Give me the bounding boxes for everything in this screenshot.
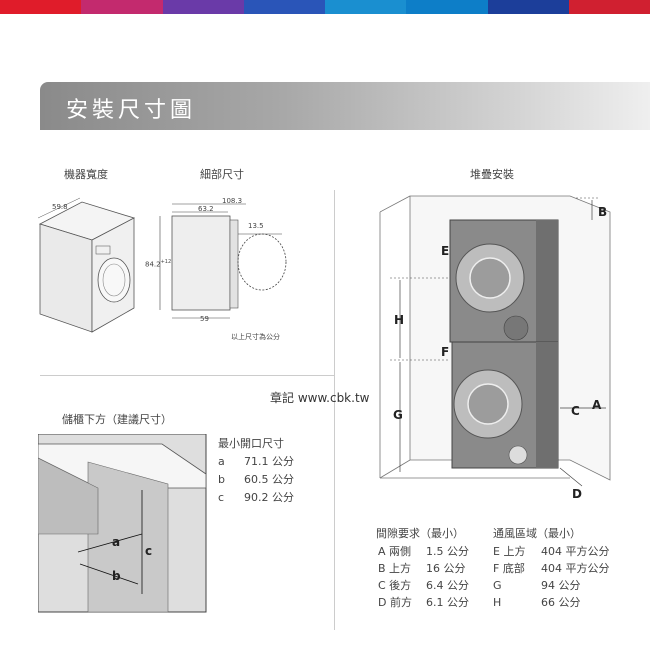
section-cabinet-label: 儲櫃下方（建議尺寸） [62, 413, 172, 426]
ventilation-value: 66 公分 [541, 596, 581, 609]
foot-dimension: 59 [200, 315, 209, 323]
opening-title: 最小開口尺寸 [218, 437, 284, 450]
label-b: b [112, 569, 121, 583]
stripe-segment [162, 0, 244, 14]
stripe-segment [81, 0, 163, 14]
ventilation-row: H 66 公分 [493, 594, 581, 610]
stripe-segment [487, 0, 569, 14]
label-a: a [112, 535, 121, 549]
clearance-key: A 兩側 [378, 545, 412, 558]
cabinet-drawing [38, 434, 207, 613]
height-value: 84.2 [145, 260, 161, 269]
ventilation-key: H [493, 596, 502, 609]
clearance-key: C 後方 [378, 579, 412, 592]
opening-key: b [218, 473, 225, 486]
unit-note: 以上尺寸為公分 [231, 333, 280, 341]
door-dimension: 13.5 [248, 222, 264, 230]
clearance-row: D 前方 6.1 公分 [378, 594, 469, 610]
stripe-segment [325, 0, 407, 14]
label-D: D [572, 487, 582, 501]
stripe-segment [243, 0, 325, 14]
opening-value: 71.1 公分 [244, 455, 294, 468]
height-dimension: 84.2+12 [145, 259, 171, 268]
page-title: 安裝尺寸圖 [66, 98, 197, 123]
stripe-segment [0, 0, 82, 14]
label-E: E [441, 244, 450, 258]
section-stack-label: 堆疊安裝 [470, 168, 514, 181]
section-detail-label: 細部尺寸 [200, 168, 244, 181]
ventilation-row: E 上方 404 平方公分 [493, 543, 610, 559]
clearance-row: C 後方 6.4 公分 [378, 577, 469, 593]
clearance-row: B 上方 16 公分 [378, 560, 466, 576]
clearance-value: 6.1 公分 [426, 596, 469, 609]
width-dimension: 59.8 [52, 203, 68, 211]
ventilation-row: G 94 公分 [493, 577, 581, 593]
ventilation-value: 404 平方公分 [541, 562, 610, 575]
vertical-divider [334, 190, 335, 630]
depth-body-dimension: 63.2 [198, 205, 214, 213]
horizontal-divider [40, 375, 335, 376]
ventilation-key: F 底部 [493, 562, 525, 575]
clearance-key: B 上方 [378, 562, 412, 575]
opening-value: 60.5 公分 [244, 473, 294, 486]
stripe-segment [406, 0, 488, 14]
clearance-key: D 前方 [378, 596, 412, 609]
label-H: H [394, 313, 405, 327]
color-stripe [0, 0, 650, 14]
height-superscript: +12 [160, 259, 172, 265]
opening-key: c [218, 491, 225, 504]
washer-perspective-drawing [37, 197, 136, 333]
title-banner [40, 82, 650, 130]
washer-side-view-drawing [159, 203, 287, 319]
watermark-text: 章記 www.cbk.tw [270, 391, 370, 405]
ventilation-key: G [493, 579, 502, 592]
ventilation-value: 94 公分 [541, 579, 581, 592]
stripe-segment [568, 0, 650, 14]
opening-value: 90.2 公分 [244, 491, 294, 504]
opening-key: a [218, 455, 225, 468]
label-B: B [598, 205, 608, 219]
label-A: A [592, 398, 602, 412]
section-width-label: 機器寬度 [64, 168, 108, 181]
depth-total-dimension: 108.3 [222, 197, 243, 205]
clearance-value: 6.4 公分 [426, 579, 469, 592]
clearance-title: 間隙要求（最小） [376, 527, 464, 540]
label-c: c [145, 544, 153, 558]
stacked-installation-drawing [379, 195, 611, 487]
opening-row: c 90.2 公分 [218, 489, 294, 505]
ventilation-title: 通風區域（最小） [493, 527, 581, 540]
clearance-value: 1.5 公分 [426, 545, 469, 558]
label-G: G [393, 408, 403, 422]
ventilation-value: 404 平方公分 [541, 545, 610, 558]
clearance-row: A 兩側 1.5 公分 [378, 543, 469, 559]
opening-row: a 71.1 公分 [218, 453, 294, 469]
clearance-value: 16 公分 [426, 562, 466, 575]
label-F: F [441, 345, 450, 359]
ventilation-row: F 底部 404 平方公分 [493, 560, 610, 576]
label-C: C [571, 404, 580, 418]
opening-row: b 60.5 公分 [218, 471, 294, 487]
ventilation-key: E 上方 [493, 545, 526, 558]
